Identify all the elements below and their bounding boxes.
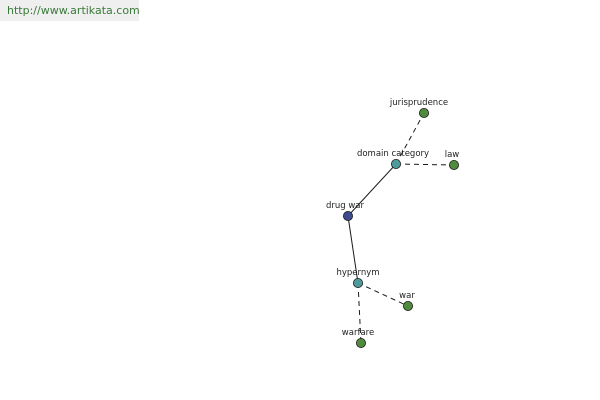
node-law[interactable] — [448, 159, 459, 170]
node-label-war[interactable]: war — [399, 291, 415, 301]
node-label-warfare[interactable]: warfare — [342, 328, 374, 338]
edge-drug-war-to-domain-category — [347, 163, 397, 217]
node-warfare[interactable] — [355, 337, 366, 348]
node-jurisprudence[interactable] — [418, 108, 429, 119]
nodes-layer — [342, 108, 459, 348]
edge-hypernym-to-war — [357, 282, 409, 307]
site-url-banner[interactable]: http://www.artikata.com — [0, 0, 140, 21]
node-label-domain-category[interactable]: domain category — [357, 149, 429, 159]
edge-drug-war-to-hypernym — [347, 215, 359, 284]
node-label-drug-war[interactable]: drug war — [326, 201, 365, 211]
edge-domain-category-to-law — [395, 163, 455, 166]
node-label-hypernym[interactable]: hypernym — [336, 268, 379, 278]
node-hypernym[interactable] — [352, 277, 363, 288]
node-domain-category[interactable] — [390, 158, 401, 169]
edges-layer — [347, 112, 455, 344]
labels-layer: drug war domain category jurisprudence law h… — [326, 98, 459, 338]
edge-hypernym-to-warfare — [357, 282, 362, 344]
node-war[interactable] — [402, 300, 413, 311]
node-drug-war[interactable] — [342, 210, 353, 221]
edge-domain-category-to-jurisprudence — [395, 112, 425, 165]
node-label-law[interactable]: law — [445, 150, 460, 160]
node-label-jurisprudence[interactable]: jurisprudence — [389, 98, 448, 108]
